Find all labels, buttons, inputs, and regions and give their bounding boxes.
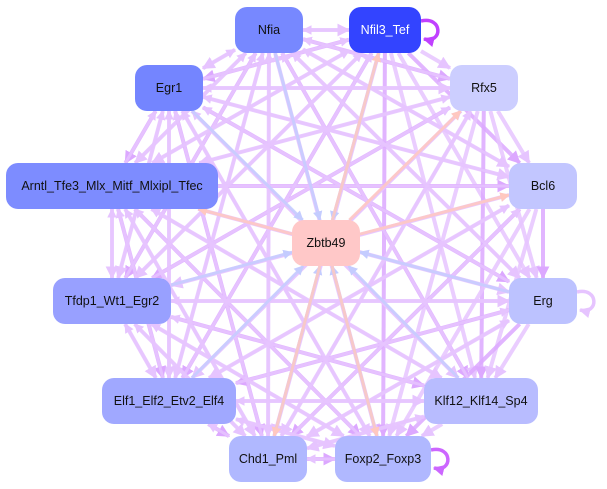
node-tfdp1[interactable]: Tfdp1_Wt1_Egr2 <box>53 278 171 324</box>
edge-klf12-zbtb49 <box>347 264 460 380</box>
edge-chd1-nfia <box>264 52 274 437</box>
node-elf1[interactable]: Elf1_Elf2_Etv2_Elf4 <box>102 378 236 424</box>
node-label: Erg <box>533 294 553 308</box>
edge-erg-zbtb49 <box>359 249 510 294</box>
edge-zbtb49-foxp2 <box>330 265 380 437</box>
edge-zbtb49-bcl6 <box>359 192 510 236</box>
edge-chd1-rfx5 <box>280 110 472 437</box>
edge-klf12-foxp2 <box>420 422 444 438</box>
edge-bcl6-nfia <box>302 48 510 168</box>
node-label: Foxp2_Foxp3 <box>344 452 422 466</box>
edge-elf1-bcl6 <box>208 204 510 380</box>
node-zbtb49[interactable]: Zbtb49 <box>292 220 360 266</box>
node-erg[interactable]: Erg <box>509 278 577 324</box>
edge-foxp2-elf1 <box>235 416 336 448</box>
edge-nfia-zbtb49 <box>273 52 323 221</box>
edge-erg-egr1 <box>202 106 510 283</box>
edge-rfx5-bcl6 <box>496 109 531 165</box>
edge-elf1-zbtb49 <box>190 264 305 380</box>
self-loop-foxp2 <box>430 447 450 476</box>
node-arntl[interactable]: Arntl_Tfe3_Mlx_Mitf_Mlxipl_Tfec <box>6 163 218 209</box>
node-label: Nfia <box>257 23 281 37</box>
edge-zbtb49-chd1 <box>271 265 322 437</box>
node-egr1[interactable]: Egr1 <box>135 65 203 111</box>
node-label: Zbtb49 <box>306 236 346 250</box>
edge-arntl-egr1 <box>124 110 157 164</box>
node-label: Bcl6 <box>530 179 556 193</box>
edge-zbtb49-nfil3 <box>330 52 381 221</box>
edge-elf1-erg <box>235 307 510 385</box>
edge-elf1-tfdp1 <box>123 323 158 379</box>
node-label: Chd1_Pml <box>238 452 298 466</box>
node-label: Elf1_Elf2_Etv2_Elf4 <box>113 394 225 408</box>
node-label: Nfil3_Tef <box>360 23 410 37</box>
edge-nfil3-rfx5 <box>419 49 452 70</box>
node-label: Klf12_Klf14_Sp4 <box>434 394 528 408</box>
node-nfil3[interactable]: Nfil3_Tef <box>349 7 421 53</box>
node-label: Tfdp1_Wt1_Egr2 <box>64 294 160 308</box>
edge-klf12-nfia <box>280 52 470 379</box>
node-klf12[interactable]: Klf12_Klf14_Sp4 <box>424 378 538 424</box>
self-loop-nfil3 <box>420 18 440 47</box>
node-rfx5[interactable]: Rfx5 <box>450 65 518 111</box>
edge-egr1-nfia <box>202 48 236 70</box>
edge-zbtb49-rfx5 <box>348 109 462 222</box>
self-loop-erg <box>576 289 596 318</box>
edge-klf12-arntl <box>150 207 443 380</box>
node-chd1[interactable]: Chd1_Pml <box>229 436 307 482</box>
node-nfia[interactable]: Nfia <box>235 7 303 53</box>
node-foxp2[interactable]: Foxp2_Foxp3 <box>335 436 431 482</box>
edge-chd1-elf1 <box>207 422 230 438</box>
edge-erg-klf12 <box>493 322 531 380</box>
node-bcl6[interactable]: Bcl6 <box>509 163 577 209</box>
node-label: Arntl_Tfe3_Mlx_Mitf_Mlxipl_Tfec <box>21 179 203 193</box>
edge-elf1-nfil3 <box>181 52 373 379</box>
edge-foxp2-tfdp1 <box>150 322 345 438</box>
edge-tfdp1-zbtb49 <box>170 249 293 287</box>
node-label: Egr1 <box>155 81 183 95</box>
node-label: Rfx5 <box>471 81 497 95</box>
edge-egr1-zbtb49 <box>191 109 304 222</box>
edge-tfdp1-rfx5 <box>151 106 451 280</box>
edge-zbtb49-arntl <box>197 206 293 236</box>
edge-nfil3-foxp2 <box>376 52 390 438</box>
